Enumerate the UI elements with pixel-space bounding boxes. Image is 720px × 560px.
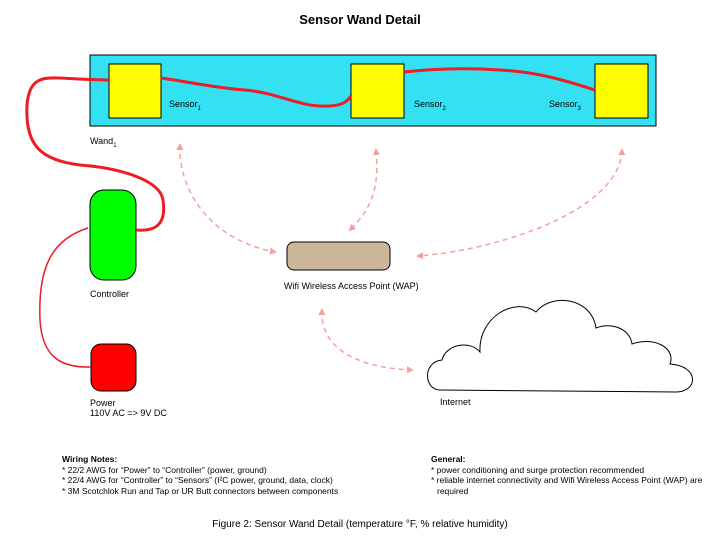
sensor-2-box — [350, 63, 405, 119]
wifi-link-internet — [318, 308, 414, 374]
wifi-link-sensor2 — [348, 148, 380, 232]
general-notes: General: * power conditioning and surge … — [431, 454, 717, 496]
controller-label: Controller — [90, 289, 130, 299]
figure-caption: Figure 2: Sensor Wand Detail (temperatur… — [212, 519, 508, 530]
sensor1-to-sensor2-cable — [160, 76, 353, 108]
sensor-1-box — [108, 63, 162, 119]
power-label: Power — [90, 398, 116, 408]
power-box — [90, 343, 137, 392]
wiring-note-item: * 22/2 AWG for “Power” to “Controller” (… — [62, 464, 267, 475]
page-title: Sensor Wand Detail — [299, 12, 421, 27]
wand-label: Wand1 — [90, 136, 117, 149]
general-notes-heading: General: — [431, 454, 466, 464]
power-cable — [39, 227, 92, 368]
internet-label: Internet — [440, 397, 471, 407]
power-spec: 110V AC => 9V DC — [90, 408, 167, 418]
sensor-3-box — [594, 63, 649, 119]
wiring-notes: Wiring Notes: * 22/2 AWG for “Power” to … — [62, 454, 338, 496]
controller-box — [89, 189, 137, 281]
wifi-link-sensor3 — [416, 148, 626, 260]
wap-label: Wifi Wireless Access Point (WAP) — [284, 281, 419, 291]
sensor-2-label: Sensor2 — [414, 99, 446, 112]
wap-box — [286, 241, 391, 271]
wifi-link-sensor1 — [176, 143, 277, 255]
sensor2-to-sensor3-cable — [403, 67, 596, 92]
sensor-3-label: Sensor3 — [549, 99, 581, 112]
general-note-item: * power conditioning and surge protectio… — [431, 464, 645, 475]
internet-cloud — [427, 299, 693, 393]
wiring-note-item: * 22/4 AWG for “Controller” to “Sensors”… — [62, 475, 333, 485]
wiring-notes-heading: Wiring Notes: — [62, 454, 118, 464]
sensor-1-label: Sensor1 — [169, 99, 201, 112]
general-note-item: * reliable internet connectivity and Wif… — [431, 475, 703, 496]
controller-to-sensor1-cable — [25, 76, 166, 232]
wiring-note-item: * 3M Scotchlok Run and Tap or UR Butt co… — [62, 485, 339, 496]
